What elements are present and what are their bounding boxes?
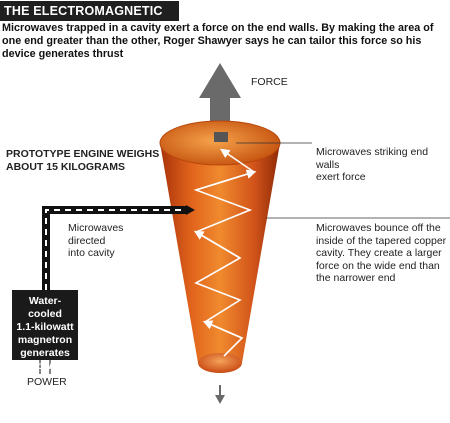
cavity-narrow-end	[198, 353, 242, 373]
power-label: POWER	[27, 376, 67, 388]
diagram-subtitle: Microwaves trapped in a cavity exert a f…	[2, 22, 434, 60]
microwave-path	[193, 148, 257, 357]
leader-lines	[236, 142, 450, 219]
force-arrow-stub	[214, 132, 228, 142]
bottom-arrow	[215, 385, 225, 404]
force-label: FORCE	[251, 76, 288, 88]
prototype-weight-label: PROTOTYPE ENGINE WEIGHS ABOUT 15 KILOGRA…	[6, 148, 160, 173]
diagram-title: THE ELECTROMAGNETIC DRIVE	[0, 1, 179, 38]
striking-label: Microwaves striking end walls exert forc…	[316, 146, 429, 183]
directed-label: Microwaves directed into cavity	[68, 222, 124, 259]
force-arrow	[199, 63, 241, 145]
bounce-label: Microwaves bounce off the inside of the …	[316, 222, 447, 284]
waveguide	[42, 205, 195, 290]
magnetron-box: Water-cooled 1.1-kilowatt magnetron gene…	[12, 290, 78, 372]
power-leads	[39, 360, 51, 374]
copper-cavity	[160, 143, 280, 363]
